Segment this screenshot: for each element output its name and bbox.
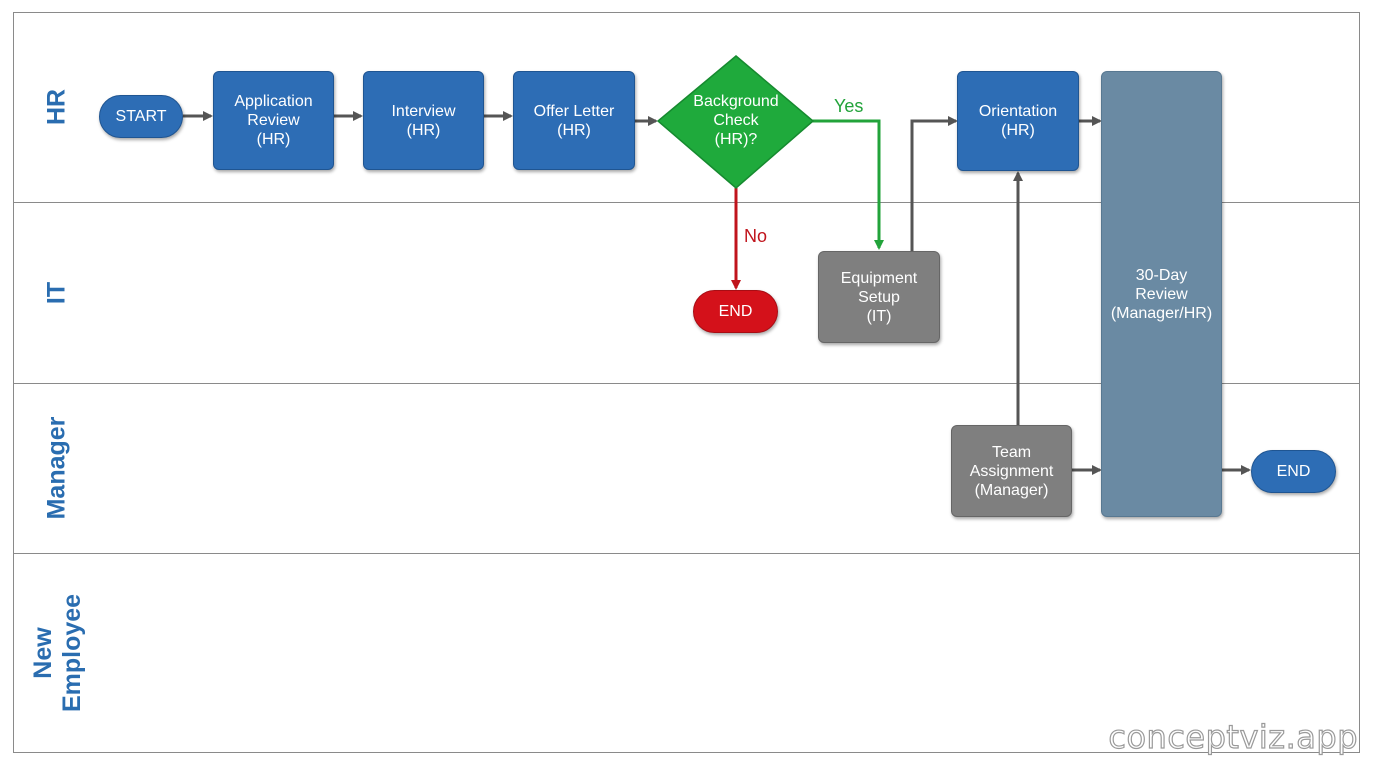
interview-node: Interview (HR) (363, 71, 484, 170)
offer-letter-node: Offer Letter (HR) (513, 71, 635, 170)
lane-divider (13, 383, 1360, 384)
lane-divider (13, 553, 1360, 554)
start-terminal: START (99, 95, 183, 138)
equipment-setup-node: Equipment Setup (IT) (818, 251, 940, 343)
end-terminal-blue: END (1251, 450, 1336, 493)
arrow-equipment-to-orientation (910, 116, 958, 251)
diagram-frame (13, 12, 1360, 753)
thirty-day-review-node: 30-Day Review (Manager/HR) (1101, 71, 1222, 517)
watermark: conceptviz.app (1108, 717, 1358, 756)
orientation-node: Orientation (HR) (957, 71, 1079, 171)
no-label: No (744, 226, 768, 246)
team-assignment-node: Team Assignment (Manager) (951, 425, 1072, 517)
lane-divider (13, 202, 1360, 203)
application-review-node: Application Review (HR) (213, 71, 334, 170)
yes-label: Yes (834, 96, 864, 116)
background-check-label: Background Check (HR)? (693, 93, 779, 148)
end-terminal-red: END (693, 290, 778, 333)
decision-diamond (656, 55, 815, 189)
arrow-yes-to-equipment (812, 119, 884, 250)
